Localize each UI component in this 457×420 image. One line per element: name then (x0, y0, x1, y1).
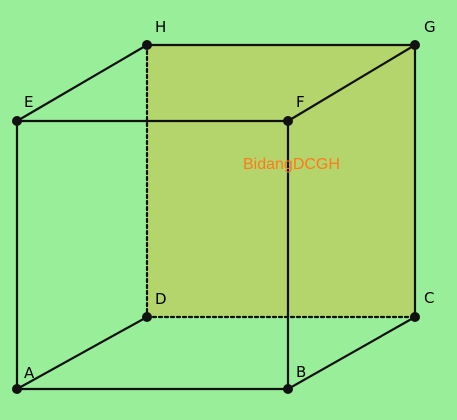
vertex-label-h: H (155, 18, 166, 36)
vertex-point-f[interactable] (283, 116, 293, 126)
vertex-point-h[interactable] (142, 40, 152, 50)
vertex-label-d: D (155, 290, 167, 308)
plane-label: BidangDCGH (243, 156, 340, 173)
vertex-label-g: G (424, 18, 436, 36)
vertex-label-a: A (24, 364, 35, 382)
vertex-point-g[interactable] (410, 40, 420, 50)
edge-ad (15, 315, 149, 391)
edge-fg (286, 43, 417, 123)
vertex-point-b[interactable] (283, 384, 293, 394)
vertex-point-a[interactable] (12, 384, 22, 394)
vertex-label-c: C (424, 289, 434, 307)
edge-eh (15, 43, 149, 123)
vertex-label-f: F (296, 93, 305, 111)
vertex-point-e[interactable] (12, 116, 22, 126)
vertex-label-e: E (24, 93, 33, 111)
vertex-point-d[interactable] (142, 312, 152, 322)
vertex-label-b: B (296, 363, 306, 381)
plane-dcgh (147, 45, 415, 317)
edge-bc (286, 315, 417, 391)
vertex-point-c[interactable] (410, 312, 420, 322)
